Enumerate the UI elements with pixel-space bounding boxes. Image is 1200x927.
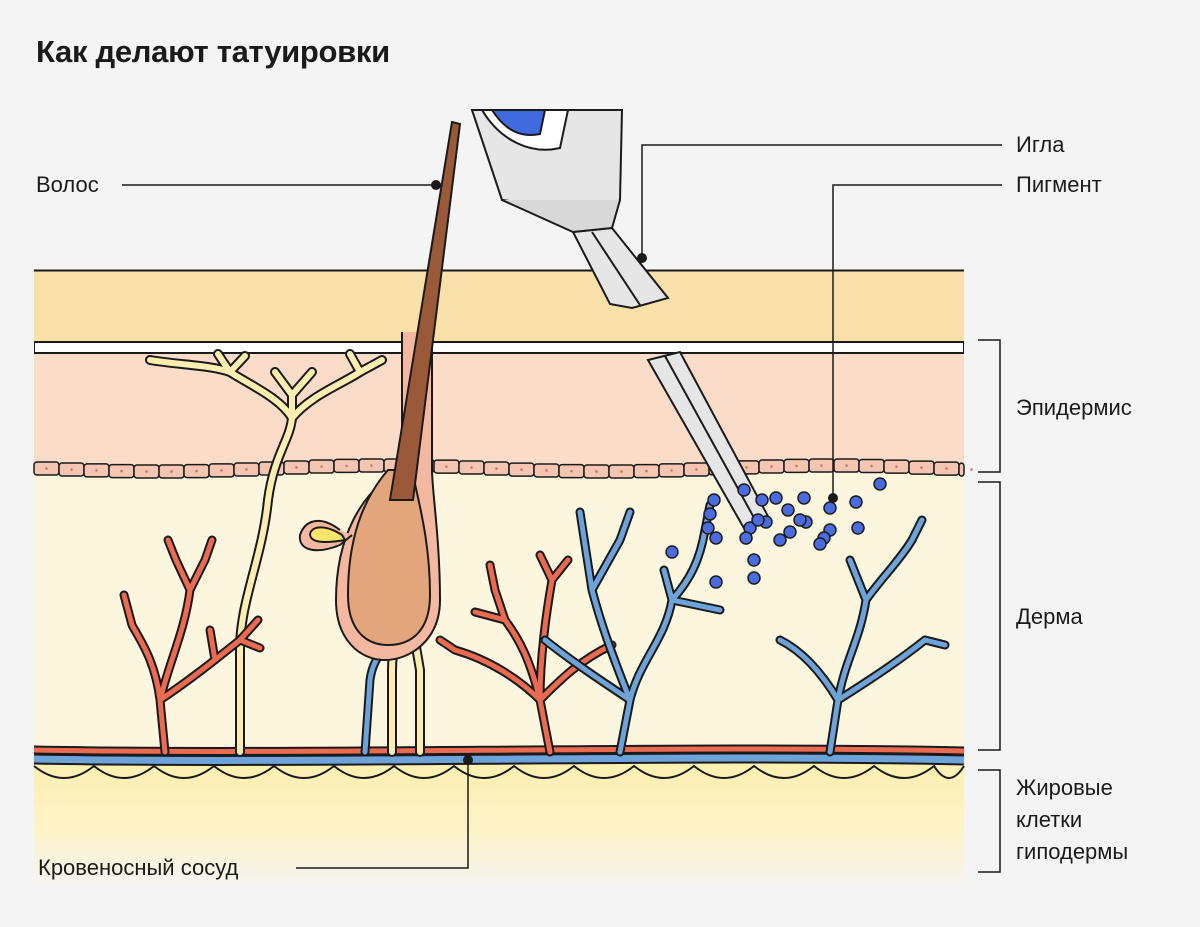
cell [958,462,965,477]
callout-needle-line [641,144,1002,258]
label-dermis: Дерма [1016,604,1083,629]
pigment-dot [747,553,761,567]
pigment-dot [813,537,827,551]
cell-nucleus [495,467,498,470]
pigment-dot [739,531,753,545]
cell-nucleus [345,464,348,468]
pigment-dot [769,491,783,505]
cell-nucleus [545,469,548,472]
layer-brackets [978,339,1001,873]
cell-nucleus [520,468,523,471]
pigment-dot [783,525,797,539]
label-fat-line3: гиподермы [1016,839,1129,864]
cell-nucleus [620,470,623,473]
pigment-dot [823,501,837,515]
cell-nucleus [445,465,448,468]
cell-nucleus [670,469,673,472]
cell-nucleus [295,466,298,469]
blood-vessel-band [33,744,965,766]
cell-nucleus [970,468,973,471]
pigment-dot [665,545,679,559]
cell-nucleus [845,464,848,467]
callout-vessel-line [296,760,469,869]
cell-nucleus [945,467,948,470]
cell-nucleus [45,467,48,470]
pigment-dot [709,575,723,589]
pigment-dot [709,531,723,545]
label-epidermis: Эпидермис [1016,395,1132,420]
cell-nucleus [320,465,323,468]
cell-nucleus [570,469,573,473]
hair-shaft [388,120,462,501]
pigment-dot [703,507,717,521]
tattoo-machine [470,109,670,310]
pigment-dot [793,513,807,527]
hypodermis-layer [34,760,964,890]
pigment-dot [851,521,865,535]
cell-nucleus [645,469,648,473]
cell-nucleus [95,469,98,472]
capillaries-red [119,535,617,757]
pigment-dot [797,491,811,505]
callout-lines [122,144,1002,869]
cell-nucleus [220,469,223,472]
nerve [145,349,425,757]
cell-nucleus [195,469,198,473]
pigment-dot [707,493,721,507]
label-needle: Игла [1016,132,1065,157]
pigment-dot [873,477,887,491]
cell-nucleus [120,469,123,473]
cell-nucleus [695,468,698,471]
pigment-dot [751,513,765,527]
pigment-dot [755,493,769,507]
label-pigment: Пигмент [1016,172,1102,197]
bracket-dermis [978,481,1001,751]
pigment-dot [773,533,787,547]
cell-nucleus [595,470,598,473]
cell-nucleus [870,464,873,468]
cell-nucleus [245,468,248,471]
cell-nucleus [170,470,173,473]
outer-skin-layer [34,270,964,342]
callout-pigment-line [832,184,1002,498]
cell-nucleus [70,468,73,471]
pigment-dot [737,483,751,497]
pigment-particles [665,477,887,589]
label-hair: Волос [36,172,99,197]
pigment-dot [781,503,795,517]
cell-nucleus [145,470,148,473]
cell-nucleus [795,464,798,468]
pigment-dot [701,521,715,535]
cell-nucleus [895,465,898,468]
bracket-hypodermis [978,769,1001,873]
bracket-epidermis [978,339,1001,473]
cell-nucleus [920,466,923,469]
cell-nucleus [470,466,473,469]
label-fat-line2: клетки [1016,807,1083,832]
cell-nucleus [820,464,823,467]
pigment-dot [747,571,761,585]
label-fat-line1: Жировые [1016,775,1113,800]
pigment-dot [849,495,863,509]
cell-nucleus [370,464,373,467]
fat-cells [33,764,965,779]
cell-nucleus [770,465,773,468]
callout-dots [431,180,838,765]
cell-nucleus [745,466,748,469]
page-title: Как делают татуировки [36,34,390,69]
label-blood-vessel: Кровеносный сосуд [38,855,239,880]
